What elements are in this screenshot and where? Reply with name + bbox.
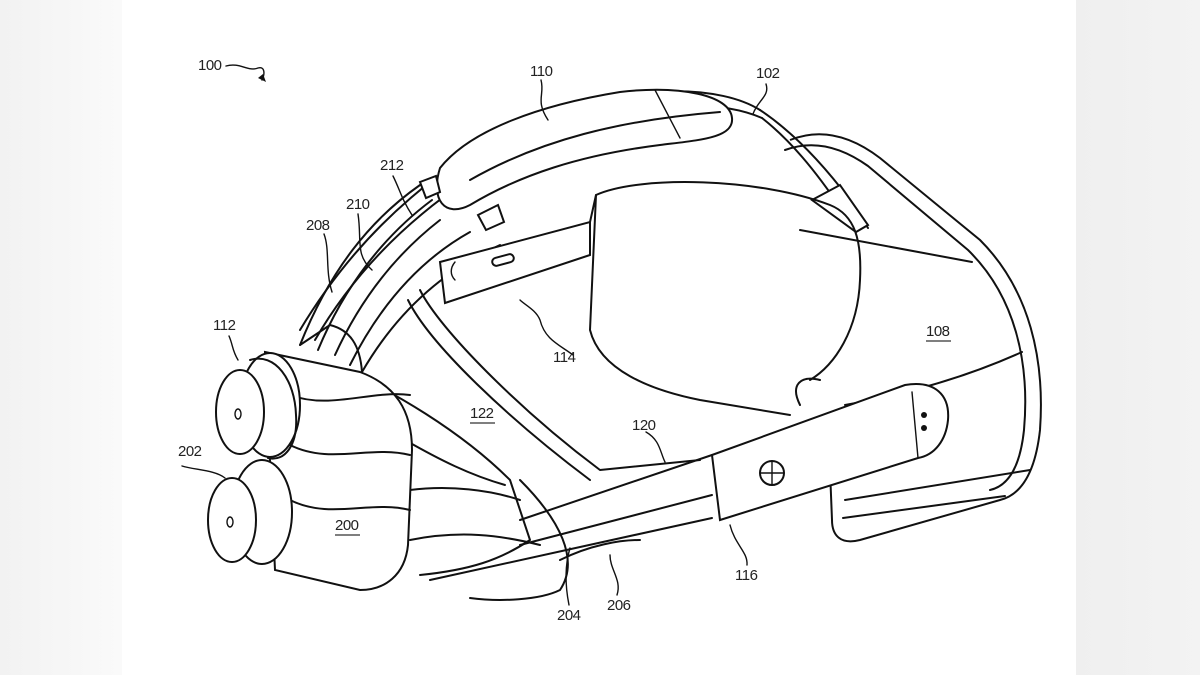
facial-interface (407, 181, 862, 481)
reference-labels: 100 110 102 212 210 208 112 114 108 122 … (178, 57, 951, 624)
top-strap (299, 88, 870, 341)
leader-lines (181, 64, 768, 606)
left-margin (0, 0, 122, 675)
label-208: 208 (306, 217, 330, 234)
label-110: 110 (530, 63, 553, 80)
lens-block-200 (263, 324, 414, 592)
knob-lower-202 (207, 459, 293, 565)
label-108: 108 (926, 323, 950, 340)
label-204: 204 (557, 607, 581, 624)
right-margin (1076, 0, 1200, 675)
rear-arm-116 (429, 383, 950, 581)
knob-upper-112 (215, 352, 301, 460)
label-206: 206 (607, 597, 631, 614)
label-210: 210 (346, 196, 370, 213)
label-212: 212 (380, 157, 404, 174)
label-200: 200 (335, 517, 359, 534)
label-102: 102 (756, 65, 780, 82)
label-120: 120 (632, 417, 656, 434)
side-straps (299, 174, 506, 373)
label-202: 202 (178, 443, 202, 460)
label-100: 100 (198, 57, 222, 74)
label-116: 116 (735, 567, 758, 584)
label-112: 112 (213, 317, 236, 334)
label-114: 114 (553, 349, 576, 366)
label-122: 122 (470, 405, 494, 422)
